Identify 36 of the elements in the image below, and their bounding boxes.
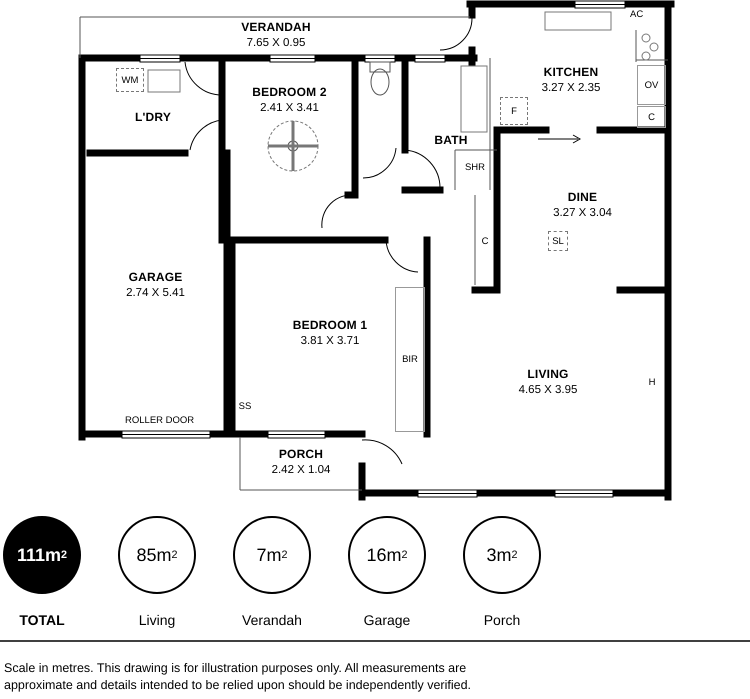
- room-dimensions: 4.65 X 3.95: [518, 384, 578, 396]
- door-label: ROLLER DOOR: [125, 415, 194, 426]
- room-name: GARAGE: [128, 270, 182, 284]
- area-caption: Garage: [364, 612, 410, 628]
- room-name: VERANDAH: [241, 20, 311, 34]
- fixture-tag: C: [476, 228, 494, 254]
- room-dimensions: 7.65 X 0.95: [246, 37, 306, 49]
- room-name: BEDROOM 1: [292, 318, 368, 332]
- area-caption: Living: [138, 612, 176, 628]
- area-caption: Porch: [484, 612, 520, 628]
- fixture-tag: C: [637, 106, 666, 128]
- fixture-tag: SHR: [456, 152, 494, 182]
- fixture-tag: SL: [548, 231, 568, 251]
- room-dimensions: 3.81 X 3.71: [300, 335, 360, 347]
- fixture-tag: WM: [116, 68, 144, 92]
- room-dimensions: 2.74 X 5.41: [126, 287, 185, 299]
- room-dimensions: 2.41 X 3.41: [260, 102, 319, 114]
- fixture-tag: BIR: [395, 287, 425, 432]
- fixture-tag: H: [640, 342, 664, 422]
- fixture-tag: SS: [236, 388, 254, 424]
- room-name: LIVING: [527, 367, 569, 381]
- room-dimensions: 3.27 X 3.04: [553, 207, 612, 219]
- room-name: KITCHEN: [544, 65, 598, 79]
- fixture-label: AC: [630, 9, 644, 20]
- room-dimensions: 2.42 X 1.04: [272, 464, 330, 476]
- room-dimensions: 3.27 X 2.35: [542, 82, 600, 94]
- area-caption: Verandah: [242, 612, 302, 628]
- room-name: PORCH: [278, 447, 324, 461]
- room-name: L'DRY: [134, 110, 172, 124]
- fixture-tag: F: [500, 97, 528, 125]
- room-name: DINE: [568, 190, 598, 204]
- disclaimer-note: Scale in metres. This drawing is for illustration purposes only. All measurements are approximate and details intended to be relied upon should be independently verified.: [4, 660, 472, 694]
- room-name: BATH: [434, 133, 468, 147]
- fixture-tag: OV: [637, 65, 666, 105]
- room-name: BEDROOM 2: [252, 85, 327, 99]
- area-caption: TOTAL: [19, 612, 65, 628]
